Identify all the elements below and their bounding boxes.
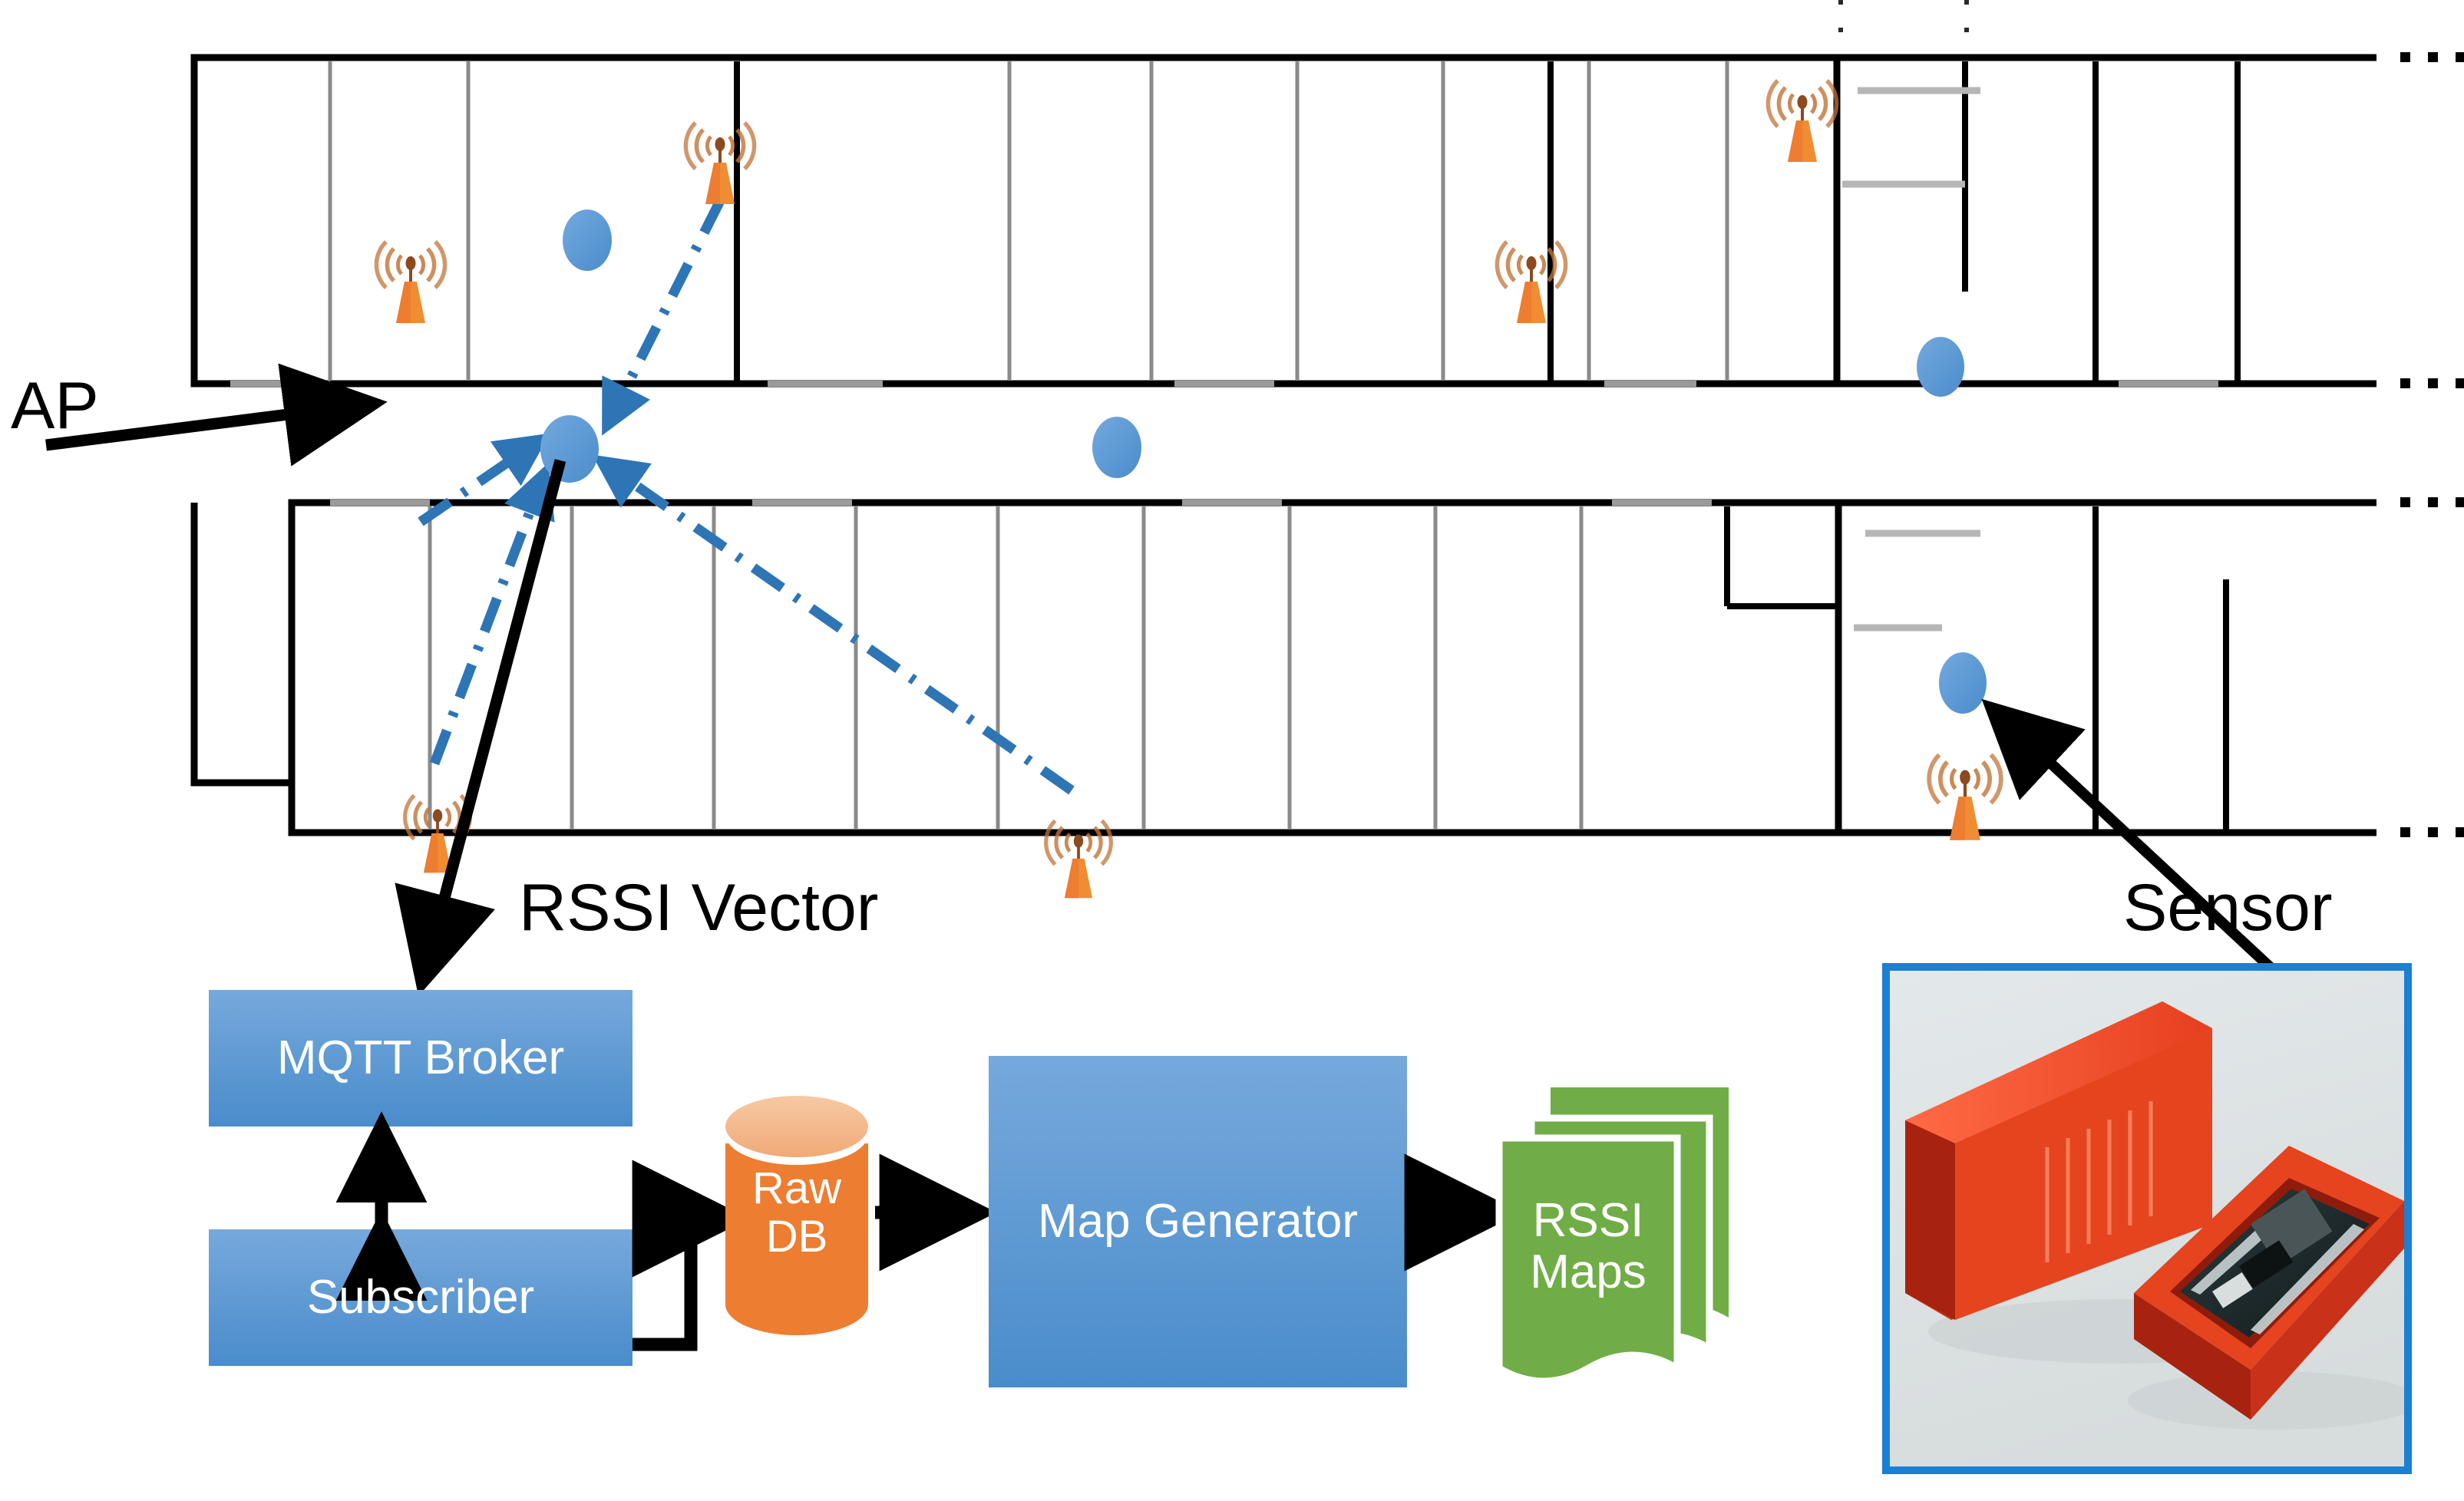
rssi-link-3 [429,462,555,766]
plan-continuation-ellipsis [2400,52,2464,837]
rssi-link-1 [602,199,725,436]
sensor-callout-arrow [1981,698,2284,981]
access-point-icon[interactable] [1497,242,1565,323]
ap-label: AP [11,369,99,443]
floorplan-lower-band [190,499,2376,836]
raw-db-cylinder[interactable] [725,1096,868,1335]
access-point-icon[interactable] [1929,755,2001,840]
subscriber-box[interactable] [209,1229,633,1366]
sensor-node[interactable] [563,209,612,271]
enclosure-base-with-board [2134,1146,2404,1420]
sensor-photo [1882,963,2412,1474]
enclosure-lid [1905,1001,2212,1320]
rssi-link-group [418,199,1075,795]
sensor-node-group [540,209,1987,714]
pipeline [209,990,1729,1387]
floorplan-upper-band [190,0,2376,388]
access-point-icon[interactable] [376,242,444,323]
sensor-node[interactable] [1917,337,1964,397]
access-point-icon[interactable] [1768,81,1836,162]
access-point-icon[interactable] [685,123,754,204]
sensor-node[interactable] [1939,652,1987,714]
rssi-maps-stack[interactable] [1495,1087,1729,1385]
floorplan [190,0,2464,898]
rssi-vector-arrow [395,459,566,997]
sensor-label: Sensor [2123,871,2333,945]
sensor-node[interactable] [1092,417,1141,478]
subscriber-db-arrow [632,1160,750,1351]
access-point-group [376,81,2000,898]
map-generator-box[interactable] [989,1056,1407,1387]
sensor-photo-content [1890,971,2404,1466]
ap-callout-arrow [45,363,388,467]
rssi-vector-label: RSSI Vector [519,871,879,945]
rssi-link-4 [592,454,1075,795]
rssi-link-2 [418,433,550,526]
sensor-node-center[interactable] [540,415,599,483]
mqtt-broker-box[interactable] [209,990,633,1127]
